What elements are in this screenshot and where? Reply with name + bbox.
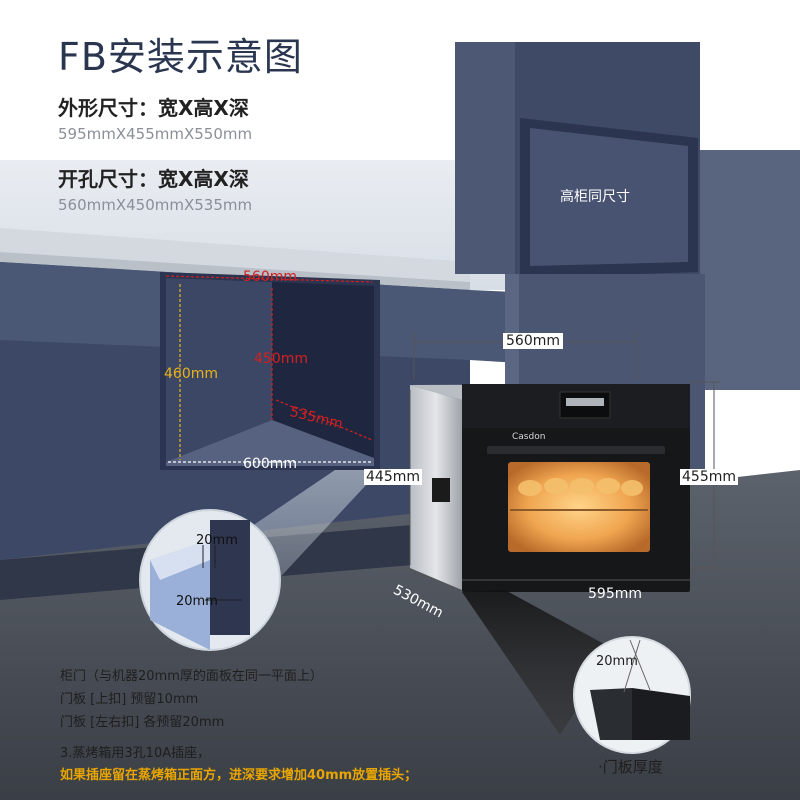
cabinet-height-red: 450mm — [254, 351, 308, 367]
outer-size-label: 外形尺寸：宽X高X深 — [58, 96, 249, 120]
detail-gap-side: 20mm — [176, 594, 218, 609]
cabinet-height-yellow: 460mm — [164, 366, 218, 382]
note-line-1: 柜门（与机器20mm厚的面板在同一平面上） — [60, 669, 323, 684]
page-title: FB安装示意图 — [58, 35, 303, 79]
warning-text: 如果插座留在蒸烤箱正面方，进深要求增加40mm放置插头； — [60, 768, 418, 783]
oven-height-left: 445mm — [364, 469, 422, 485]
detail-thickness: 20mm — [596, 654, 638, 669]
countertop — [0, 228, 470, 282]
detail-gap-top: 20mm — [196, 533, 238, 548]
outer-size-value: 595mmX455mmX550mm — [58, 125, 253, 143]
note-line-3: 门板 [左右扣] 各预留20mm — [60, 715, 225, 730]
cutout-size-value: 560mmX450mmX535mm — [58, 196, 253, 214]
oven-window — [508, 462, 650, 552]
cabinet-bottom-width: 600mm — [243, 456, 297, 472]
cutout-size-label: 开孔尺寸：宽X高X深 — [58, 167, 249, 191]
oven-brand-logo: Casdon — [512, 432, 546, 442]
cabinet-top-width: 560mm — [243, 269, 297, 285]
oven-height-right: 455mm — [680, 469, 738, 485]
oven-width-top: 560mm — [503, 333, 563, 349]
tall-cabinet-label: 高柜同尺寸 — [560, 189, 630, 205]
note-line-4: 3.蒸烤箱用3孔10A插座， — [60, 746, 211, 761]
note-line-2: 门板 [上扣] 预留10mm — [60, 692, 199, 707]
oven-width-bottom: 595mm — [588, 586, 642, 602]
detail-caption: ·门板厚度 — [598, 758, 663, 776]
